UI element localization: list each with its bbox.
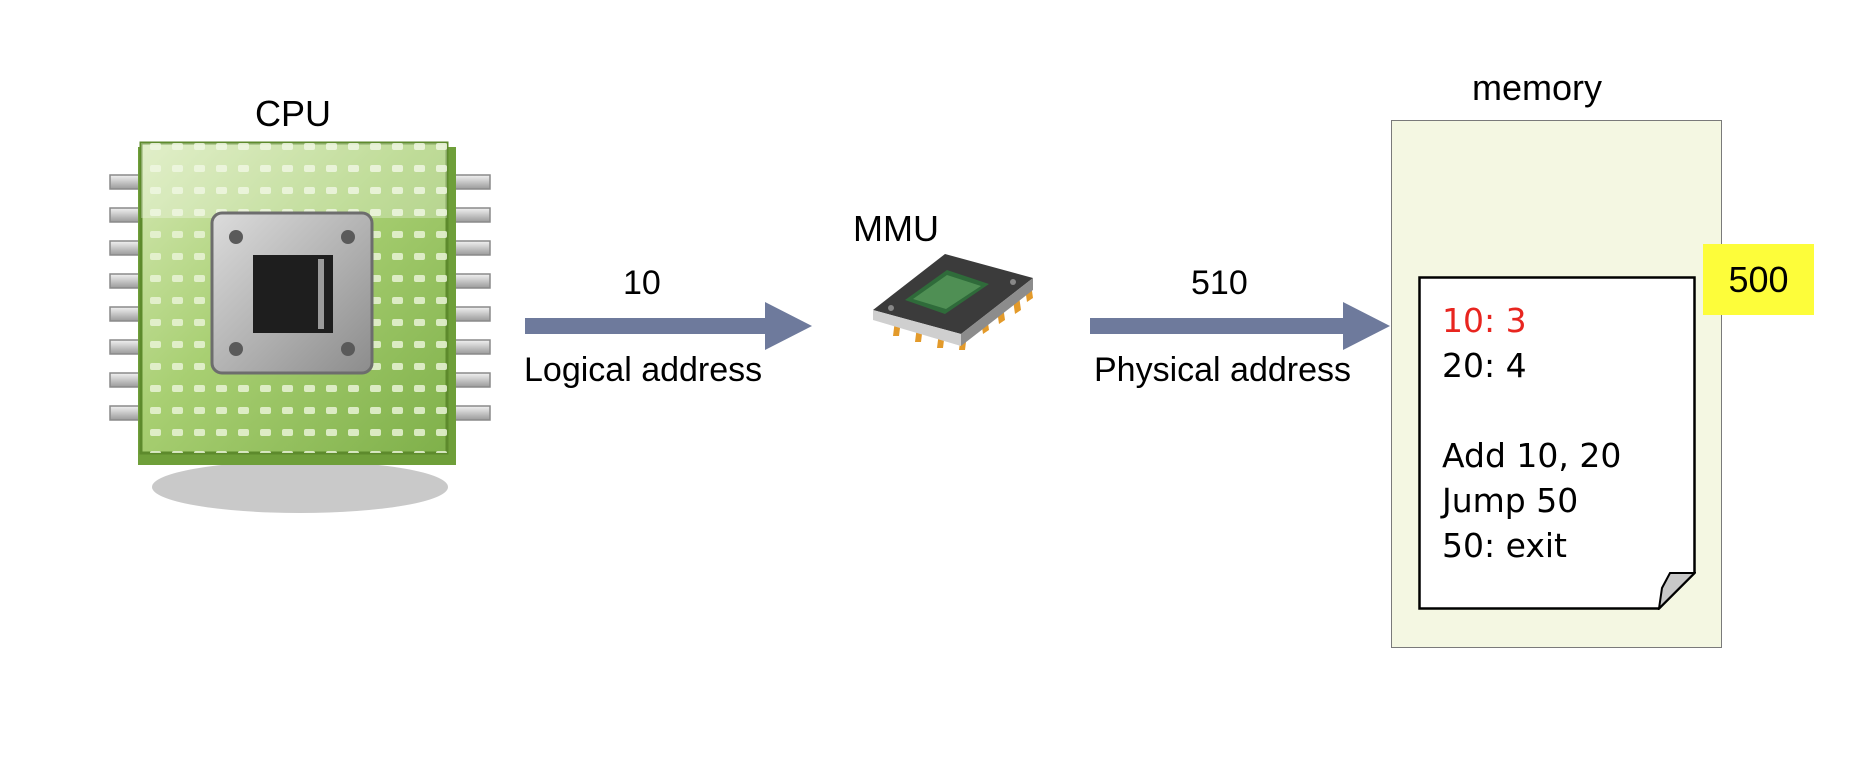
physical-address-value: 510 (1191, 264, 1248, 302)
program-line (1442, 388, 1621, 433)
program-line: 50: exit (1442, 526, 1567, 565)
physical-address-caption: Physical address (1094, 351, 1352, 389)
logical-address-caption: Logical address (524, 351, 763, 389)
logical-address-value: 10 (623, 264, 661, 302)
program-line: 10: 3 (1442, 301, 1527, 340)
program-line: 20: 4 (1442, 346, 1527, 385)
mmu-label: MMU (853, 208, 939, 249)
program-listing: 10: 3 20: 4 Add 10, 20 Jump 50 50: exit (1442, 298, 1621, 568)
program-page-icon (1418, 276, 1696, 610)
logical-address-arrow (525, 302, 812, 350)
cpu-label: CPU (255, 93, 332, 134)
program-line: Add 10, 20 (1442, 436, 1622, 475)
physical-address-arrow (1090, 302, 1390, 350)
memory-chip-icon (873, 254, 1033, 350)
cpu-chip-icon (109, 141, 491, 513)
program-line: Jump 50 (1442, 481, 1579, 520)
memory-label: memory (1472, 67, 1603, 108)
base-register-badge: 500 (1703, 244, 1814, 315)
